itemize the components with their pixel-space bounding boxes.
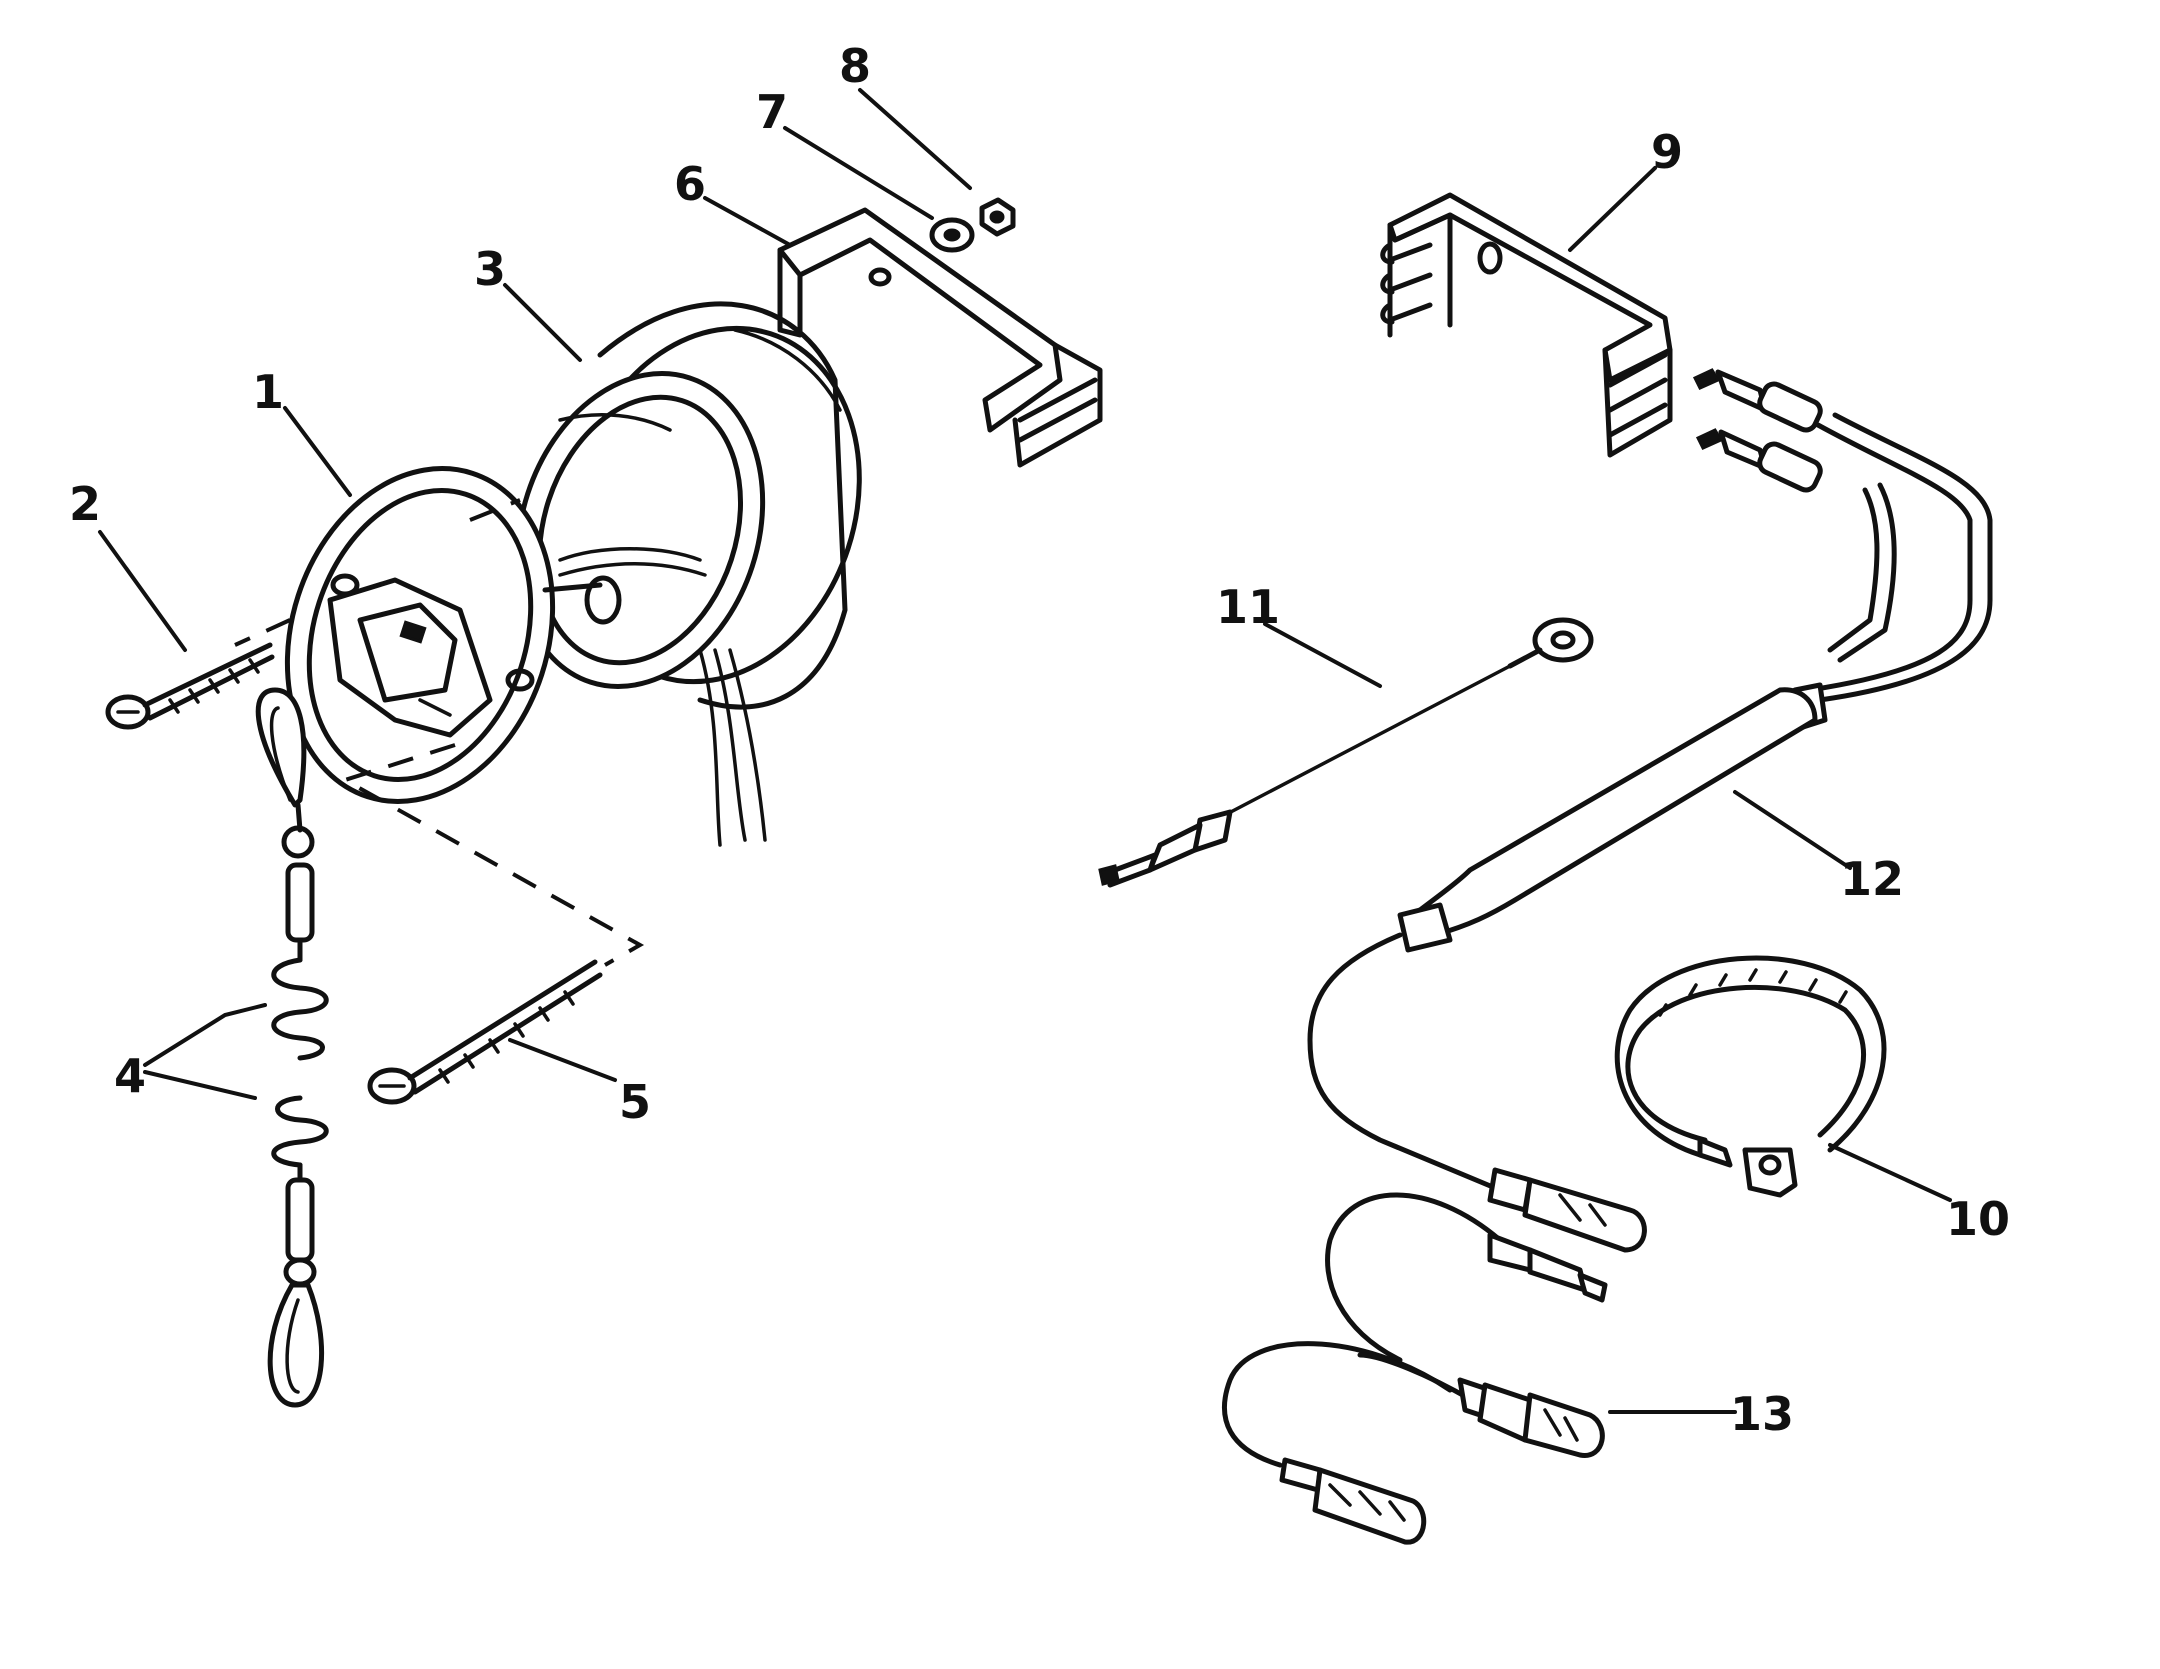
gauge-bezel — [284, 466, 622, 804]
screw-2 — [105, 642, 275, 730]
mounting-bracket-9 — [1380, 192, 1673, 458]
mounting-bracket-6 — [777, 207, 1103, 468]
washer-7 — [929, 217, 975, 253]
callout-10: 10 — [1946, 1192, 2010, 1246]
callout-12: 12 — [1840, 852, 1904, 906]
callout-8: 8 — [839, 39, 871, 93]
pigtail-connectors — [1221, 1192, 1608, 1545]
housing-cup — [514, 301, 862, 710]
hose-clamp — [1614, 955, 1887, 1198]
callout-1: 1 — [252, 365, 284, 419]
callout-13: 13 — [1730, 1387, 1794, 1441]
callout-7: 7 — [756, 85, 788, 139]
callout-leaders — [98, 88, 1952, 1414]
screw-5 — [367, 959, 603, 1105]
callout-labels: 1 2 3 4 5 6 7 8 9 10 11 12 13 — [69, 39, 2010, 1441]
callout-9: 9 — [1651, 125, 1683, 179]
callout-11: 11 — [1216, 580, 1280, 634]
nut-8 — [979, 197, 1016, 237]
callout-3: 3 — [474, 242, 506, 296]
callout-4: 4 — [114, 1049, 146, 1103]
wire-harness — [1307, 368, 1993, 1253]
callout-5: 5 — [619, 1075, 651, 1129]
ground-lead — [1098, 617, 1594, 888]
lanyard-cable — [255, 687, 329, 1408]
callout-6: 6 — [674, 157, 706, 211]
callout-2: 2 — [69, 477, 101, 531]
assembly-lines — [234, 498, 645, 967]
housing-wires — [558, 547, 767, 847]
